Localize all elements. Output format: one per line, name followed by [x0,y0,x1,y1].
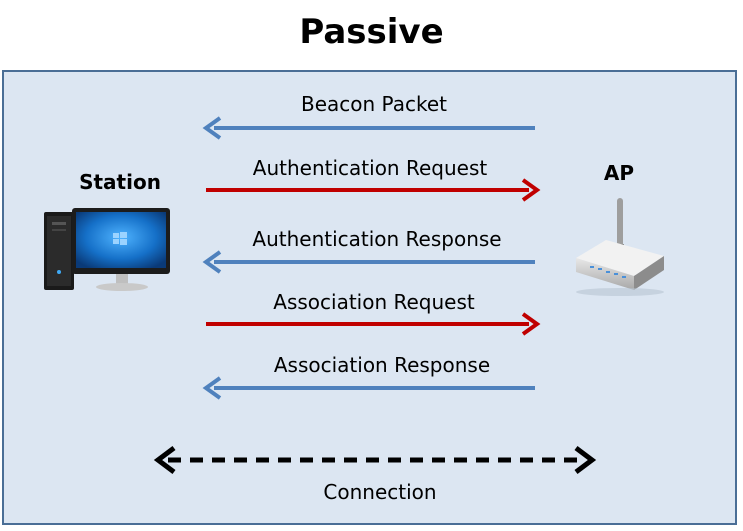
message-label-association-request: Association Request [273,290,475,314]
message-label-authentication-response: Authentication Response [252,227,502,251]
message-arrow-2 [206,178,541,202]
connection-arrowhead-left [153,446,176,474]
message-label-beacon-packet: Beacon Packet [301,92,447,116]
diagram-panel [2,70,737,525]
message-arrow-1 [202,116,535,140]
ap-label: AP [603,161,635,185]
message-arrow-4 [206,312,541,336]
message-label-authentication-request: Authentication Request [252,156,488,180]
message-label-association-response: Association Response [273,353,491,377]
diagram-title: Passive [299,12,444,52]
connection-label: Connection [323,480,437,504]
connection-arrowhead-right [574,446,597,474]
message-arrow-3 [202,250,535,274]
message-arrow-5 [202,376,535,400]
station-label: Station [79,170,161,194]
